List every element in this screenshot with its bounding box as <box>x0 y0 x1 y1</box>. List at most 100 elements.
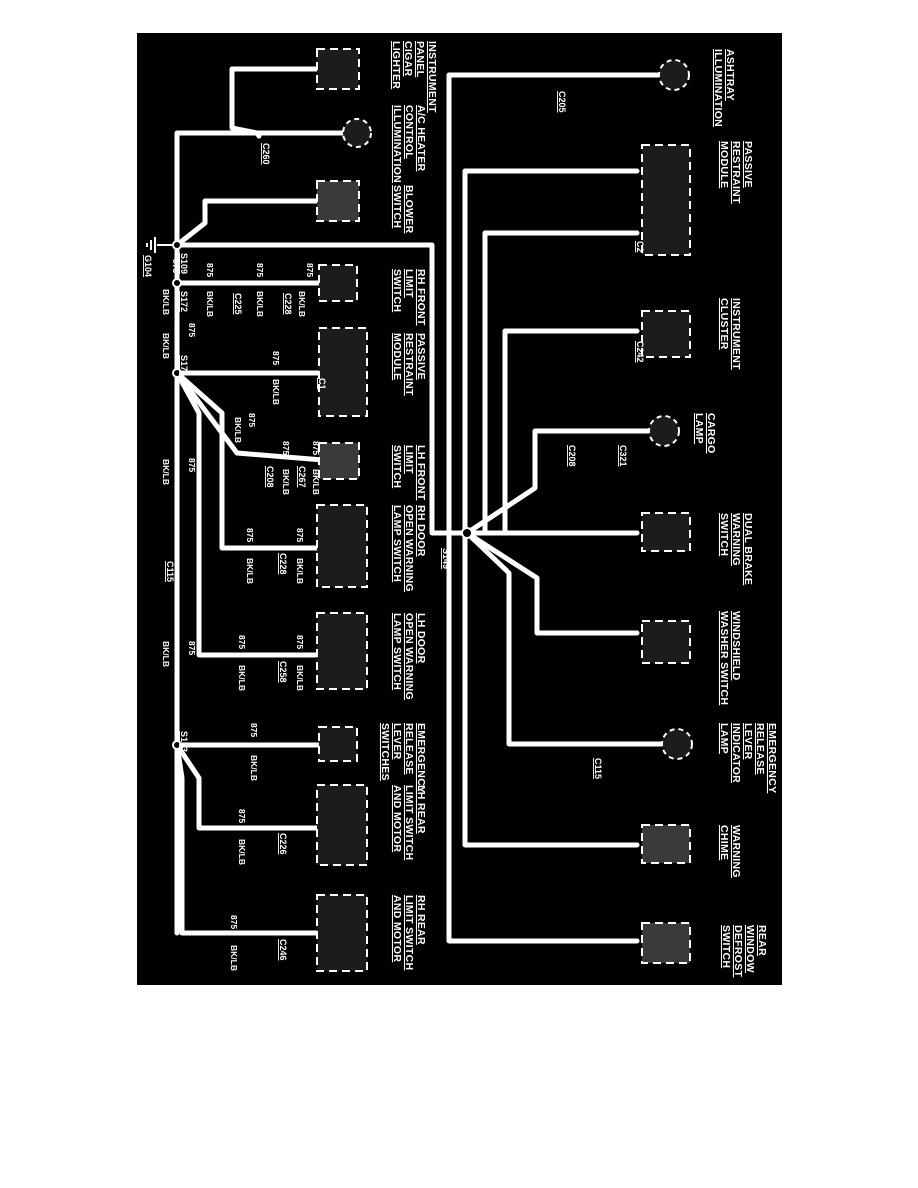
wire-emergency-lamp <box>464 530 667 747</box>
connector-c115-top: C115 <box>593 758 603 779</box>
connector-c321: C321 <box>618 445 628 467</box>
connector-c208-b: C208 <box>265 466 275 488</box>
wire-circuit-label: 875 <box>311 441 321 455</box>
wire-color-label: BK/LB <box>255 291 265 317</box>
wire-circuit-label: 875 <box>271 351 281 365</box>
label-defrost: REARWINDOWDEFROSTSWITCH <box>720 925 768 978</box>
component-labels: ASHTRAYILLUMINATION PASSIVERESTRAINTMODU… <box>379 41 778 978</box>
label-emergency-lamp: EMERGENCYRELEASELEVERINDICATORLAMP <box>718 723 778 793</box>
connector-c226: C226 <box>278 833 288 855</box>
wire-passive-top-a <box>462 168 640 536</box>
wire-cluster <box>502 328 640 536</box>
wire-cargo <box>464 428 658 536</box>
component-instrument-cluster <box>641 310 691 358</box>
wire-circuit-label: 875 <box>171 259 181 273</box>
wire-passive-top-b <box>482 230 640 536</box>
label-washer: WINDSHIELDWASHER SWITCH <box>718 611 742 705</box>
wire-circuit-label: 875 <box>247 413 257 427</box>
label-emergency-switches: EMERGENCYRELEASELEVERSWITCHES <box>379 723 427 793</box>
wire-rh-rear <box>174 742 330 936</box>
label-blower: BLOWERSWITCH <box>391 185 415 234</box>
emergency-lamp-icon <box>661 728 693 760</box>
ground-g104-icon <box>146 237 173 253</box>
wire-rh-door <box>174 370 330 551</box>
label-passive-top: PASSIVERESTRAINTMODULE <box>718 141 754 204</box>
wire-color-label: BK/LB <box>233 417 243 443</box>
wire-ac <box>174 130 360 248</box>
splice-label-s173: S173 <box>179 731 189 752</box>
wire-circuit-label: 875 <box>187 323 197 337</box>
component-emergency-switches <box>318 726 358 762</box>
wire-labels: 875 BK/LB 875 BK/LB 875 BK/LB 875 BK/LB … <box>161 259 321 971</box>
label-lh-front: LH FRONTLIMITSWITCH <box>391 445 427 501</box>
wire-color-label: BK/LB <box>295 558 305 584</box>
wire-circuit-label: 875 <box>245 528 255 542</box>
connector-c2: C2 <box>635 241 645 253</box>
label-rh-rear: RH REARLIMIT SWITCHAND MOTOR <box>391 895 427 970</box>
label-ac-heater: A/C HEATERCONTROLILLUMINATION <box>391 105 427 183</box>
ashtray-lamp-icon <box>658 59 690 91</box>
splice-label-s172: S172 <box>179 291 189 312</box>
component-rh-rear <box>316 894 368 972</box>
connector-c258: C258 <box>278 661 288 683</box>
ground-label-g104: G104 <box>143 255 153 277</box>
splice-label-s149: S149 <box>441 548 451 569</box>
wire-color-label: BK/LB <box>229 945 239 971</box>
component-cigar <box>316 48 360 90</box>
wire-circuit-label: 875 <box>237 635 247 649</box>
connector-c242: C242 <box>635 341 645 363</box>
wire-color-label: BK/LB <box>295 665 305 691</box>
connector-c228-b: C228 <box>278 553 288 575</box>
label-rh-front: RH FRONTLIMITSWITCH <box>391 269 427 326</box>
wire-lh-rear <box>174 742 330 831</box>
wire-lh-door <box>174 370 328 658</box>
label-lh-door: LH DOOROPEN WARNINGLAMP SWITCH <box>391 613 427 700</box>
component-lh-front <box>318 442 360 480</box>
connector-c1: C1 <box>317 378 327 390</box>
wire-circuit-label: 875 <box>281 441 291 455</box>
ac-lamp-icon <box>342 118 372 148</box>
connector-c260: C260 <box>261 143 271 165</box>
wire-circuit-label: 875 <box>187 458 197 472</box>
wire-circuit-label: 875 <box>249 723 259 737</box>
wire-washer <box>464 530 640 636</box>
wire-color-label: BK/LB <box>161 289 171 315</box>
component-lh-rear <box>316 784 368 866</box>
splice-label-s171: S171 <box>179 355 189 376</box>
cargo-lamp-icon <box>648 415 680 447</box>
wire-color-label: BK/LB <box>161 333 171 359</box>
wire-color-label: BK/LB <box>249 755 259 781</box>
component-defrost <box>641 922 691 964</box>
wire-blower <box>174 198 338 248</box>
component-blower <box>316 180 360 222</box>
wire-color-label: BK/LB <box>311 469 321 495</box>
wire-color-label: BK/LB <box>245 558 255 584</box>
wire-color-label: BK/LB <box>297 291 307 317</box>
label-passive-mid: PASSIVERESTRAINTMODULE <box>391 333 427 396</box>
splice-s109 <box>172 240 182 250</box>
wiring-diagram-panel: ASHTRAYILLUMINATION PASSIVERESTRAINTMODU… <box>137 33 782 985</box>
wire-color-label: BK/LB <box>161 459 171 485</box>
splice-labels: S149 S109 S172 S171 S173 G104 <box>143 253 451 752</box>
label-rh-door: RH DOOROPEN WARNINGLAMP SWITCH <box>391 505 427 592</box>
component-rh-door <box>316 504 368 588</box>
wire-color-label: BK/LB <box>237 839 247 865</box>
label-dual-brake: DUAL BRAKEWARNINGSWITCH <box>718 513 754 585</box>
label-cigar: INSTRUMENTPANELCIGARLIGHTER <box>390 41 438 113</box>
wire-color-label: BK/LB <box>271 379 281 405</box>
wires <box>174 66 677 944</box>
splice-label-s109: S109 <box>179 253 189 274</box>
wire-color-label: BK/LB <box>205 291 215 317</box>
splice-s149 <box>461 527 473 539</box>
wire-color-label: BK/LB <box>161 641 171 667</box>
label-cargo: CARGOLAMP <box>693 413 717 454</box>
wire-circuit-label: 875 <box>187 641 197 655</box>
label-chime: WARNINGCHIME <box>718 825 742 878</box>
wire-circuit-label: 875 <box>295 528 305 542</box>
wire-circuit-label: 875 <box>205 263 215 277</box>
component-washer <box>641 620 691 664</box>
component-lh-door <box>316 612 368 690</box>
wire-defrost <box>446 530 640 944</box>
connector-labels: C205 C2 C242 C321 C208 C115 C260 C228 C2… <box>165 91 645 961</box>
wiring-diagram: ASHTRAYILLUMINATION PASSIVERESTRAINTMODU… <box>143 41 778 978</box>
